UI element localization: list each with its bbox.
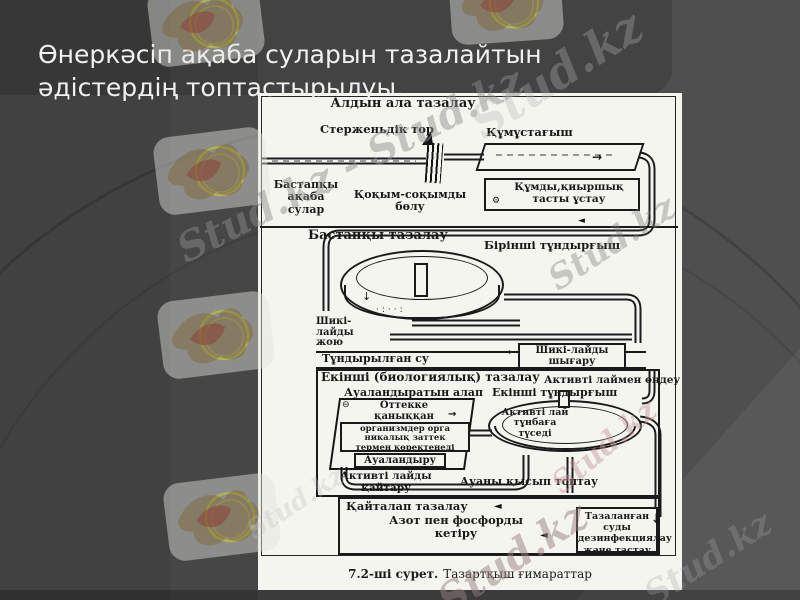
section-secondary-title: Екінші (биологиялық) тазалау	[321, 370, 540, 384]
aeration-label: Ауаландыру	[364, 455, 436, 466]
label-influent: Бастапқы ақаба сулар	[273, 178, 339, 216]
label-nutrient-removal: Азот пен фосфорды кетіру	[389, 513, 523, 540]
primary-section-line	[260, 226, 678, 228]
label-raw-sludge-removal: Шикі- лайды жою	[316, 316, 354, 348]
grit-box-label: Құмды,қиыршық тасты ұстау	[514, 181, 624, 205]
label-oxygen: Оттекке қаныққан	[374, 400, 434, 422]
raw-sludge-out-label: Шикі-лайды шығару	[535, 345, 609, 367]
oxygen-arrow-icon: →	[448, 409, 457, 420]
flow-arrow-icon: →	[592, 150, 603, 164]
studkz-logo-icon	[145, 0, 267, 69]
figure-frame	[261, 96, 676, 556]
section-preliminary-title: Алдын ала тазалау	[330, 96, 476, 111]
studkz-logo-icon	[447, 0, 565, 46]
label-air-compression: Ауаны қысып топтау	[460, 475, 599, 488]
nutrient-arrow-icon: ◄	[540, 530, 548, 541]
figure-caption: 7.2-ші сурет. Тазартқыш ғимараттар	[258, 567, 682, 581]
studkz-logo-icon	[161, 471, 283, 563]
discharge-down-arrow-icon: ↓	[651, 512, 662, 527]
settler2-center-column	[558, 390, 570, 408]
fitting-arrow-icon: ◄	[578, 216, 585, 226]
organisms-label: организмдер орга никалық заттек термен к…	[355, 424, 455, 453]
label-settled-water: Тұндырылған су	[322, 352, 429, 365]
sand-trap-channel	[475, 143, 645, 171]
raw-sludge-out-box: Шикі-лайды шығару	[518, 343, 626, 369]
label-activated-treatment: Активті лаймен өңдеу	[544, 374, 681, 386]
rod-screen-icon	[424, 142, 444, 184]
repeat-arrow-icon: ◄	[494, 501, 502, 512]
secondary-section-box	[316, 369, 660, 497]
repeat-section-box	[338, 497, 660, 555]
settler1-inner	[356, 256, 488, 300]
studkz-logo-icon	[151, 125, 273, 217]
section-repeat-title: Қайталап тазалау	[346, 499, 468, 513]
label-sludge-return: Активті лайды қайтару	[340, 470, 432, 494]
section-primary-title: Бастапқы тазалау	[308, 228, 448, 243]
label-rod-screen: Стерженьдік тор	[320, 122, 434, 136]
aeration-box: Ауаландыру	[354, 453, 446, 468]
settler1-center-column	[414, 263, 428, 297]
grit-valve-icon: ⚙	[492, 196, 501, 206]
settler1-rim	[340, 250, 504, 320]
organisms-box: организмдер орга никалық заттек термен к…	[340, 422, 470, 452]
rod-screen-flag-icon	[422, 131, 433, 145]
label-second-settler: Екінші тұндырғыш	[492, 386, 618, 399]
label-aeration-field: Ауаландыратын алап	[344, 386, 484, 399]
page-title: Өнеркәсіп ақаба суларын тазалайтын әдіст…	[38, 40, 542, 102]
label-first-settler: Бірінші тұндырғыш	[484, 238, 621, 252]
label-sand-trap: Құмұстағыш	[486, 125, 573, 139]
pipes-layer	[262, 151, 662, 517]
figure-panel: Алдын ала тазалау Стерженьдік тор Құмұст…	[258, 93, 682, 590]
strip-arrow-icon: →	[504, 348, 512, 358]
vent-icon: ⊖	[342, 400, 350, 410]
label-sludge-settles: Активті лай тұнбаға түседі	[501, 407, 569, 439]
grit-box: ⚙ Құмды,қиыршық тасты ұстау	[484, 178, 640, 211]
settler1-drop-icon: ↓	[362, 290, 372, 303]
label-debris-removal: Қоқым-соқымды бөлу	[353, 188, 467, 214]
discharge-box: Тазаланған суды дезинфекциялау және таст…	[576, 507, 672, 556]
discharge-label: Тазаланған суды дезинфекциялау және таст…	[578, 511, 672, 556]
figure-caption-text: Тазартқыш ғимараттар	[443, 567, 592, 581]
settler1-sludge-dots: ·:··:	[376, 305, 406, 315]
studkz-logo-icon	[155, 289, 277, 381]
figure-caption-number: 7.2-ші сурет.	[348, 567, 439, 581]
